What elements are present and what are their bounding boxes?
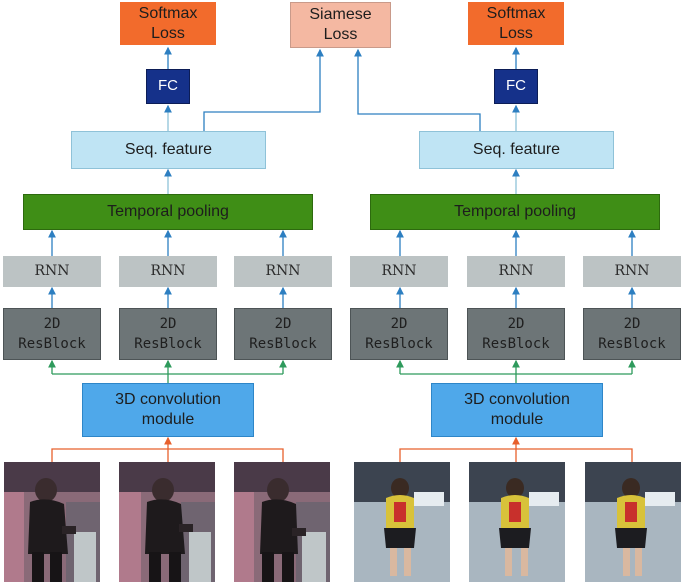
left-input-frame-2	[119, 462, 215, 582]
right-input-frame-1	[354, 462, 450, 582]
right-3d-convolution-box: 3D convolution module	[431, 383, 603, 437]
right-resblock-1: 2D ResBlock	[350, 308, 448, 360]
left-seq-to-siamese-arrow	[203, 48, 324, 131]
right-rnn-1: RNN	[350, 256, 448, 287]
right-person-image-3	[585, 462, 681, 582]
right-frames-to-conv-connector	[399, 436, 633, 462]
right-conv-to-resblock-connector	[396, 359, 636, 383]
left-3d-convolution-box: 3D convolution module	[82, 383, 254, 437]
left-input-frame-3	[234, 462, 330, 582]
left-rnn-1: RNN	[3, 256, 101, 287]
left-fc-box: FC	[146, 69, 190, 104]
left-rnn-2: RNN	[119, 256, 217, 287]
right-rnn-2: RNN	[467, 256, 565, 287]
right-seq-feature-box: Seq. feature	[419, 131, 614, 169]
left-rnn-to-pooling-arrows	[48, 229, 287, 256]
left-resblock-2: 2D ResBlock	[119, 308, 217, 360]
right-input-frame-3	[585, 462, 681, 582]
right-input-frame-2	[469, 462, 565, 582]
right-rnn-to-pooling-arrows	[396, 229, 636, 256]
left-conv-to-resblock-connector	[48, 359, 287, 383]
left-person-image-1	[4, 462, 100, 582]
right-person-image-1	[354, 462, 450, 582]
left-seq-feature-box: Seq. feature	[71, 131, 266, 169]
right-fc-box: FC	[494, 69, 538, 104]
left-rnn-3: RNN	[234, 256, 332, 287]
left-softmax-loss-box: Softmax Loss	[120, 2, 216, 45]
right-rnn-3: RNN	[583, 256, 681, 287]
right-seq-to-siamese-arrow	[354, 48, 481, 131]
siamese-loss-box: Siamese Loss	[290, 2, 391, 48]
right-resblock-3: 2D ResBlock	[583, 308, 681, 360]
left-input-frame-1	[4, 462, 100, 582]
left-person-image-2	[119, 462, 215, 582]
right-person-image-2	[469, 462, 565, 582]
left-resblock-to-rnn-arrows	[48, 286, 287, 308]
left-resblock-1: 2D ResBlock	[3, 308, 101, 360]
left-resblock-3: 2D ResBlock	[234, 308, 332, 360]
left-frames-to-conv-connector	[51, 436, 284, 462]
right-resblock-to-rnn-arrows	[396, 286, 636, 308]
left-person-image-3	[234, 462, 330, 582]
right-softmax-loss-box: Softmax Loss	[468, 2, 564, 45]
left-temporal-pooling-box: Temporal pooling	[23, 194, 313, 230]
right-resblock-2: 2D ResBlock	[467, 308, 565, 360]
right-temporal-pooling-box: Temporal pooling	[370, 194, 660, 230]
